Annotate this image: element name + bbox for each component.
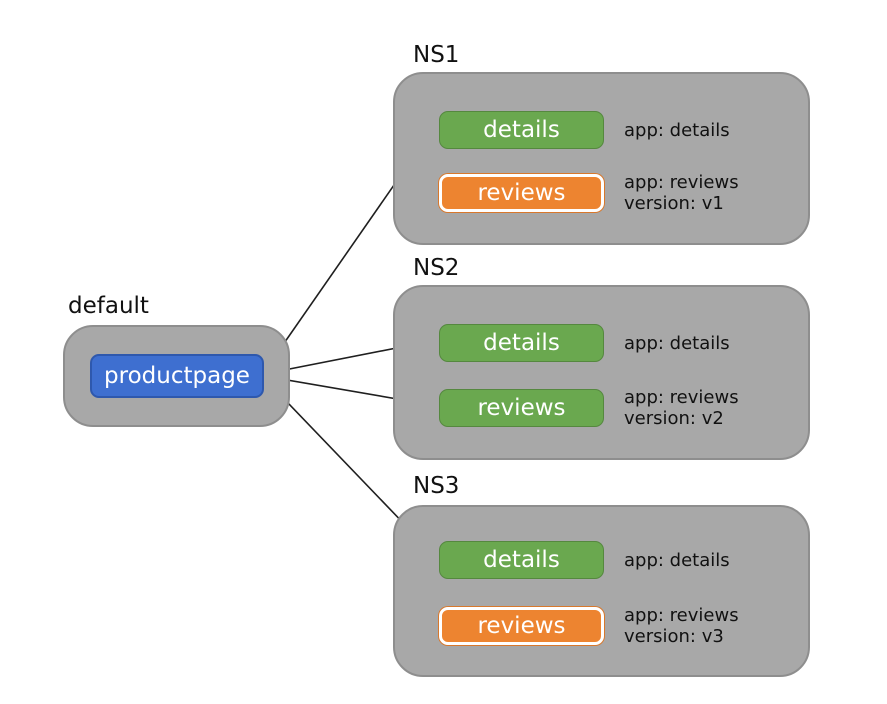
ns1-reviews-node: reviews bbox=[439, 174, 604, 212]
annotation-line: version: v2 bbox=[624, 408, 724, 429]
ns1-details-label: details bbox=[483, 117, 560, 143]
ns3-label: NS3 bbox=[413, 473, 460, 499]
productpage-node: productpage bbox=[90, 354, 264, 398]
ns1-label: NS1 bbox=[413, 42, 460, 68]
annotation-line: app: details bbox=[624, 119, 730, 141]
annotation-line: version: v3 bbox=[624, 626, 724, 647]
annotation-line: app: reviews bbox=[624, 172, 739, 193]
annotation-line: app: details bbox=[624, 549, 730, 571]
ns2-reviews-row: reviews app: reviews version: v2 bbox=[439, 387, 798, 429]
ns3-reviews-row: reviews app: reviews version: v3 bbox=[439, 605, 798, 647]
ns2-reviews-annotation: app: reviews version: v2 bbox=[624, 387, 739, 429]
ns1-reviews-row: reviews app: reviews version: v1 bbox=[439, 172, 798, 214]
ns3-details-annotation: app: details bbox=[624, 550, 730, 571]
ns1-box: details app: details reviews app: review… bbox=[393, 72, 810, 245]
ns3-reviews-label: reviews bbox=[477, 613, 566, 639]
ns3-details-row: details app: details bbox=[439, 541, 798, 579]
ns1-details-row: details app: details bbox=[439, 111, 798, 149]
ns2-label: NS2 bbox=[413, 255, 460, 281]
default-namespace-box: productpage bbox=[63, 325, 290, 427]
annotation-line: app: details bbox=[624, 332, 730, 354]
ns1-details-annotation: app: details bbox=[624, 120, 730, 141]
ns1-reviews-label: reviews bbox=[477, 180, 566, 206]
ns3-details-label: details bbox=[483, 547, 560, 573]
ns1-reviews-annotation: app: reviews version: v1 bbox=[624, 172, 739, 214]
ns2-reviews-node: reviews bbox=[439, 389, 604, 427]
ns2-box: details app: details reviews app: review… bbox=[393, 285, 810, 460]
ns2-details-annotation: app: details bbox=[624, 333, 730, 354]
ns2-details-label: details bbox=[483, 330, 560, 356]
ns3-reviews-node: reviews bbox=[439, 607, 604, 645]
ns2-details-row: details app: details bbox=[439, 324, 798, 362]
ns2-reviews-label: reviews bbox=[477, 395, 566, 421]
ns3-reviews-annotation: app: reviews version: v3 bbox=[624, 605, 739, 647]
annotation-line: version: v1 bbox=[624, 193, 724, 214]
annotation-line: app: reviews bbox=[624, 605, 739, 626]
productpage-node-label: productpage bbox=[104, 363, 250, 389]
default-namespace-label: default bbox=[68, 293, 149, 319]
ns1-details-node: details bbox=[439, 111, 604, 149]
ns3-details-node: details bbox=[439, 541, 604, 579]
annotation-line: app: reviews bbox=[624, 387, 739, 408]
ns3-box: details app: details reviews app: review… bbox=[393, 505, 810, 677]
ns2-details-node: details bbox=[439, 324, 604, 362]
